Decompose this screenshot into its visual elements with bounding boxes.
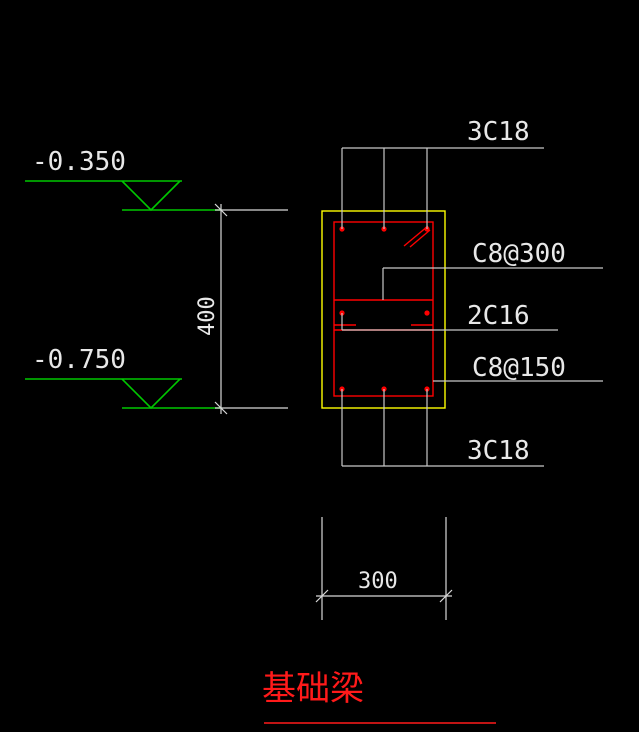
drawing-title: 基础梁	[262, 669, 364, 709]
height-dimension-label: 400	[195, 296, 220, 336]
width-dimension-label: 300	[358, 569, 398, 594]
height-dimension	[214, 203, 288, 415]
stirrup-upper-label: C8@300	[472, 239, 566, 269]
stirrup-cage	[333, 221, 434, 397]
rebar-bars	[339, 226, 430, 392]
elevation-marker-bottom	[25, 378, 222, 410]
concrete-section-outline	[321, 210, 446, 409]
bottom-bars-label: 3C18	[467, 436, 530, 466]
width-dimension	[315, 517, 453, 620]
elevation-marker-top	[25, 180, 222, 212]
top-bars-label: 3C18	[467, 117, 530, 147]
side-bars-label: 2C16	[467, 301, 530, 331]
leader-lines	[341, 147, 603, 467]
elevation-bottom-label: -0.750	[32, 345, 126, 375]
elevation-top-label: -0.350	[32, 147, 126, 177]
stirrup-main-label: C8@150	[472, 353, 566, 383]
side-bar-right	[424, 310, 430, 316]
